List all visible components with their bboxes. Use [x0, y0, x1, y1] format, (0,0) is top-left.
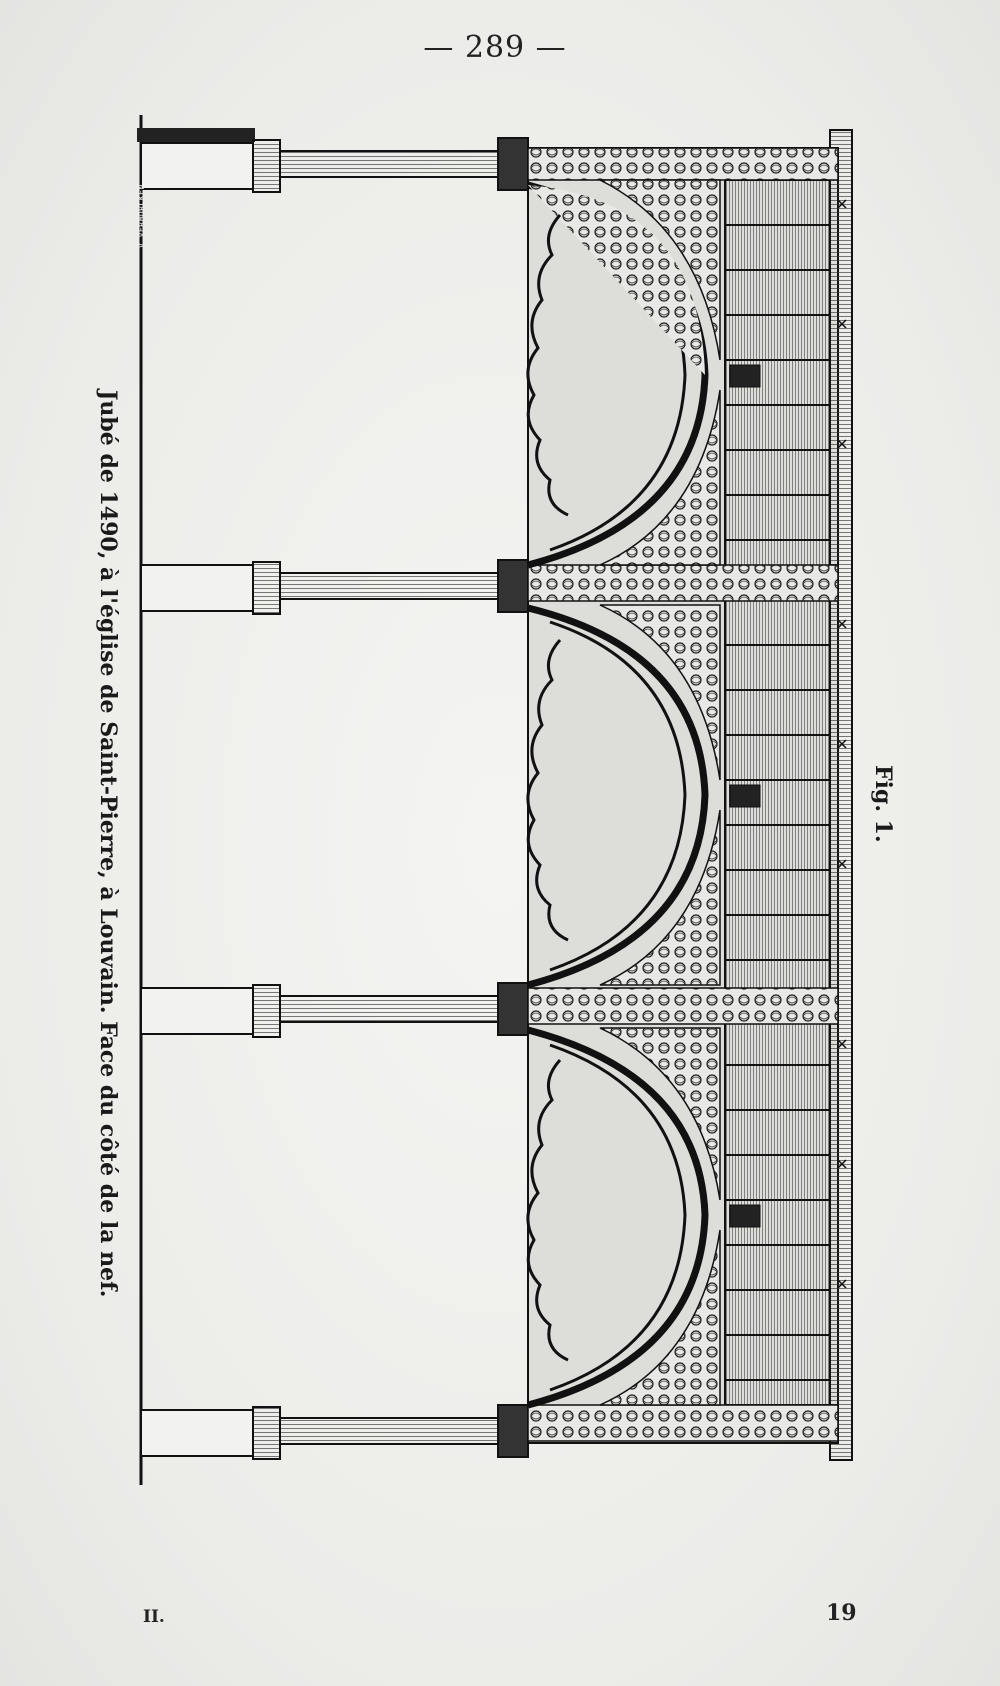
column-2: [140, 559, 529, 615]
page-number: — 289 —: [423, 30, 567, 65]
engraver-signature-text: V.VERMORCKEN: [137, 184, 146, 248]
figure-label: Fig. 1.: [868, 765, 898, 855]
cusping: [526, 213, 569, 1362]
arch-bays: [527, 181, 709, 1409]
signature-mark-right: 19: [826, 1600, 857, 1626]
pendant-bosses: [729, 364, 761, 1228]
column-1: [140, 137, 529, 193]
signature-mark-left: II.: [143, 1607, 165, 1627]
column-4: [140, 1404, 529, 1460]
figure-label-text: Fig. 1.: [870, 765, 896, 843]
engraver-signature: V.VERMORCKEN: [137, 128, 151, 248]
figure-caption: Jubé de 1490, à l'église de Saint-Pierre…: [95, 390, 121, 1298]
spandrel-tracery: [599, 179, 721, 1406]
figure-caption-text: Jubé de 1490, à l'église de Saint-Pierre…: [95, 390, 121, 1298]
column-3: [140, 982, 529, 1038]
engraver-tablet: [137, 128, 255, 142]
parapet-crosses: [837, 199, 847, 1289]
